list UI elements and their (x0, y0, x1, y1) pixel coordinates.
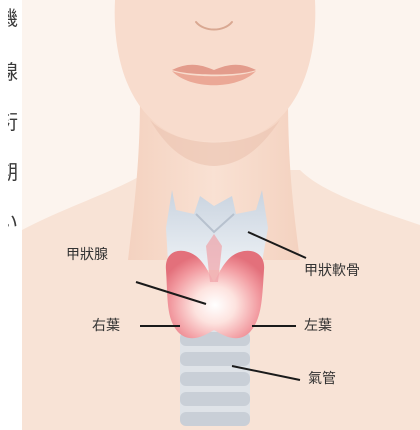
label-left-lobe: 左葉 (304, 319, 332, 333)
label-thyroid-gland: 甲狀腺 (66, 248, 108, 262)
label-right-lobe: 右葉 (92, 319, 120, 333)
label-thyroid-cartilage: 甲狀軟骨 (304, 264, 360, 278)
label-trachea: 氣管 (308, 372, 336, 386)
